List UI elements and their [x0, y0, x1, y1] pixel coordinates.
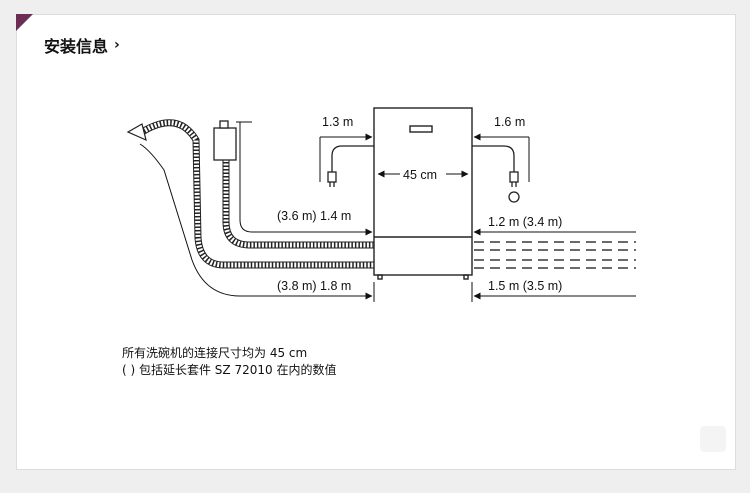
right-dimensions: [471, 228, 636, 302]
right-power-cord: [472, 145, 520, 203]
right-power-label: 1.6 m: [494, 115, 525, 129]
dishwasher-outline: [373, 107, 473, 280]
corner-marker: [16, 14, 33, 31]
right-upper-label: 1.2 m (3.4 m): [488, 215, 562, 229]
left-hoses: [126, 119, 374, 269]
left-power-label: 1.3 m: [322, 115, 353, 129]
chevron-right-icon: ›: [114, 37, 120, 53]
left-power-cord: [327, 145, 374, 187]
left-lower-label: (3.8 m) 1.8 m: [277, 279, 351, 293]
content-card: [16, 14, 736, 470]
left-upper-label: (3.6 m) 1.4 m: [277, 209, 351, 223]
right-lower-label: 1.5 m (3.5 m): [488, 279, 562, 293]
scroll-top-button[interactable]: [700, 426, 726, 452]
width-label: 45 cm: [403, 168, 437, 182]
section-title: 安装信息: [44, 37, 109, 56]
section-heading[interactable]: 安装信息 ›: [44, 33, 120, 57]
note-line-1: 所有洗碗机的连接尺寸均为 45 cm: [122, 346, 308, 360]
left-dimensions: [139, 121, 375, 302]
note-line-2: ( ) 包括延长套件 SZ 72010 在内的数值: [122, 363, 337, 377]
right-hose-lines: [474, 241, 636, 269]
